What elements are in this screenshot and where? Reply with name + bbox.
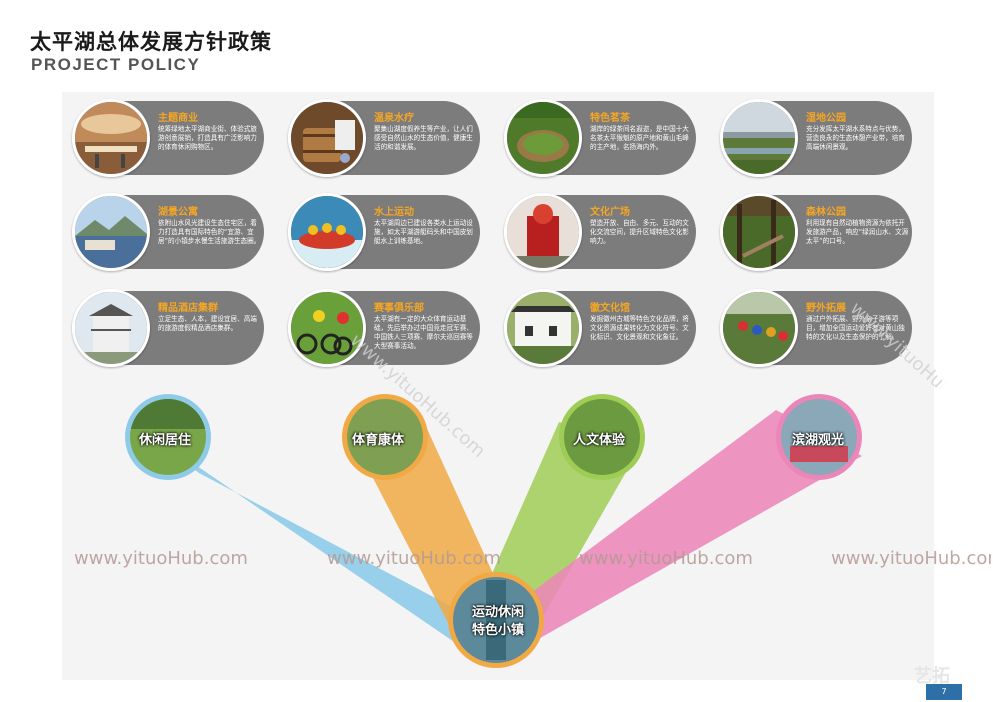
card-description: 发掘徽州古城等特色文化品牌，将文化资源成果转化为文化符号、文化标识、文化景观和文… (590, 315, 689, 341)
forest-photo-icon (720, 193, 798, 271)
card-title: 水上运动 (374, 207, 414, 218)
watermark: www.yituoHub.com (327, 548, 501, 569)
hub-label: 运动休闲 特色小镇 (452, 604, 544, 640)
card-title: 湿地公园 (806, 113, 846, 124)
card-title: 森林公园 (806, 207, 846, 218)
card-description: 立足生态、人本，建设宜居、高端的旅游度假精品酒店集群。 (158, 315, 257, 332)
card-event-club: 赛事俱乐部 太平湖有一定的大众体育运动基础，先后举办过中国竞走冠军赛、中国铁人三… (288, 289, 480, 367)
card-outdoor-training: 野外拓展 通过户外拓展、野外亲子游等项目，增加全国运动爱好者对黄山独特的文化以及… (720, 289, 912, 367)
card-title: 湖景公寓 (158, 207, 198, 218)
rafting-photo-icon (288, 193, 366, 271)
bubble-label-culture: 人文体验 (573, 433, 626, 448)
card-description: 聚集山湖度假养生等产业，让人们感受自然山水的生态价值，健康生活的和谐发展。 (374, 125, 473, 151)
hub-label-line2: 特色小镇 (471, 623, 524, 638)
page-number: 7 (926, 684, 962, 700)
card-title: 精品酒店集群 (158, 303, 218, 314)
page-subtitle: PROJECT POLICY (31, 55, 201, 74)
plaza-photo-icon (504, 193, 582, 271)
lake-apartment-photo-icon (72, 193, 150, 271)
tea-photo-icon (504, 99, 582, 177)
bubble-label-lakeside: 滨湖观光 (792, 433, 845, 448)
card-boutique-hotels: 精品酒店集群 立足生态、人本，建设宜居、高端的旅游度假精品酒店集群。 (72, 289, 264, 367)
card-description: 太平湖有一定的大众体育运动基础，先后举办过中国竞走冠军赛、中国铁人三项赛、摩尔夫… (374, 315, 473, 350)
card-tea: 特色茗茶 湖岸的绿茶间名遐迩，是中国十大名茶太平猴魁的原产地和黄山毛峰的主产地，… (504, 99, 696, 177)
card-title: 赛事俱乐部 (374, 303, 424, 314)
card-description: 太平湖周边已建设各类水上运动设施，如太平湖游艇码头和中国皮划艇水上训练基地。 (374, 219, 473, 245)
bubble-label-sports: 体育康体 (352, 433, 405, 448)
card-title: 特色茗茶 (590, 113, 630, 124)
card-forest-park: 森林公园 利用现有自然动植物资源为依托开发旅游产品，响应“绿润山水、文源太平”的… (720, 193, 912, 271)
card-title: 主题商业 (158, 113, 198, 124)
card-lake-apartment: 湖景公寓 依附山水风光建设生态住宅区，着力打造具有国际特色的“宜游、宜居”的小镇… (72, 193, 264, 271)
hotel-photo-icon (72, 289, 150, 367)
card-hot-spring: 温泉水疗 聚集山湖度假养生等产业，让人们感受自然山水的生态价值，健康生活的和谐发… (288, 99, 480, 177)
card-water-sports: 水上运动 太平湖周边已建设各类水上运动设施，如太平湖游艇码头和中国皮划艇水上训练… (288, 193, 480, 271)
card-description: 塑造开放、自由、多元、互动的文化交流空间，提升区域特色文化影响力。 (590, 219, 689, 245)
cycling-photo-icon (288, 289, 366, 367)
hui-house-photo-icon (504, 289, 582, 367)
hub-label-line1: 运动休闲 (471, 605, 524, 620)
wetland-photo-icon (720, 99, 798, 177)
watermark: www.yituoHub.com (579, 548, 753, 569)
card-title: 野外拓展 (806, 303, 846, 314)
card-description: 通过户外拓展、野外亲子游等项目，增加全国运动爱好者对黄山独特的文化以及生态保护的… (806, 315, 905, 341)
card-hui-culture: 徽文化馆 发掘徽州古城等特色文化品牌，将文化资源成果转化为文化符号、文化标识、文… (504, 289, 696, 367)
mall-photo-icon (72, 99, 150, 177)
card-description: 依附山水风光建设生态住宅区，着力打造具有国际特色的“宜游、宜居”的小镇步水慢生活… (158, 219, 261, 245)
card-title: 温泉水疗 (374, 113, 414, 124)
brand-logo: 艺拓 (914, 666, 950, 687)
card-description: 利用现有自然动植物资源为依托开发旅游产品，响应“绿润山水、文源太平”的口号。 (806, 219, 909, 245)
card-theme-commerce: 主题商业 统筹绿地太平湖商业街、体验式旅游创意展销，打造具有广泛影响力的体育休闲… (72, 99, 264, 177)
beam-lakeside-sightseeing (460, 410, 862, 646)
card-description: 充分发挥太平湖水系特点与优势，营造良永的生态休憩产业带，培育高端休闲景观。 (806, 125, 905, 151)
bubble-label-leisure: 休闲居住 (139, 433, 192, 448)
page-title: 太平湖总体发展方针政策 (30, 30, 272, 54)
card-wetland: 湿地公园 充分发挥太平湖水系特点与优势，营造良永的生态休憩产业带，培育高端休闲景… (720, 99, 912, 177)
spa-photo-icon (288, 99, 366, 177)
card-description: 湖岸的绿茶间名遐迩，是中国十大名茶太平猴魁的原产地和黄山毛峰的主产地，名扬海内外… (590, 125, 689, 151)
hiking-photo-icon (720, 289, 798, 367)
card-culture-plaza: 文化广场 塑造开放、自由、多元、互动的文化交流空间，提升区域特色文化影响力。 (504, 193, 696, 271)
card-description: 统筹绿地太平湖商业街、体验式旅游创意展销，打造具有广泛影响力的体育休闲购物区。 (158, 125, 257, 151)
card-title: 文化广场 (590, 207, 630, 218)
watermark: www.yituoHub.com (74, 548, 248, 569)
card-title: 徽文化馆 (590, 303, 630, 314)
watermark: www.yituoHub.com (831, 548, 991, 569)
